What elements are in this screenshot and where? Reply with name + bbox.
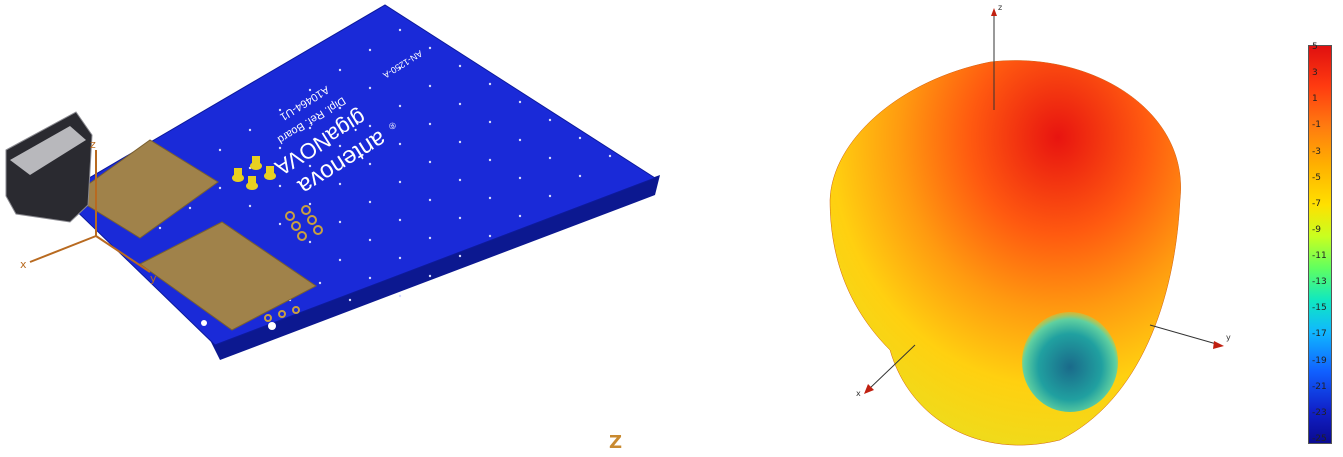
board-registered: ® (387, 120, 398, 132)
pattern-surface (829, 60, 1181, 446)
colorbar-tick-label: -17 (1312, 329, 1327, 340)
colorbar-tick-label: -23 (1312, 407, 1327, 418)
colorbar-tick-label: 3 (1312, 68, 1318, 79)
pattern-axis-z-label: z (998, 3, 1002, 12)
board-axes (29, 150, 151, 273)
pattern-axis-y-arrow (1213, 341, 1224, 349)
colorbar-tick-label: -13 (1312, 277, 1327, 288)
pattern-illustration: z y x (829, 3, 1231, 446)
antenna-pad-upper (71, 139, 219, 239)
board-render: antenova gigaNOVA Dipl. Ref. Board A1046… (0, 0, 660, 453)
yellow-components (232, 156, 276, 190)
colorbar-tick-label: -7 (1312, 198, 1321, 209)
colorbar-tick-label: 1 (1312, 94, 1318, 105)
colorbar-tick-label: -3 (1312, 146, 1321, 157)
colorbar-tick-label: -5 (1312, 172, 1321, 183)
pattern-null (1022, 312, 1118, 412)
colorbar-tick-label: -21 (1312, 381, 1327, 392)
radiation-pattern: z y x 5 3 1 -1 -3 -5 -7 -9 -11 -13 -15 -17 -19 -21 -23… (760, 0, 1343, 453)
pcb-edge (210, 175, 660, 360)
pattern-axis-z-arrow (991, 8, 997, 16)
antenna-pad-lower (139, 221, 317, 331)
colorbar (1308, 45, 1332, 444)
board-axis-x-label: x (20, 258, 27, 271)
mount-hole-2 (201, 320, 207, 326)
pad-rings (264, 205, 323, 322)
board-axis-y-label: y (150, 272, 157, 285)
colorbar-tick-label: -1 (1312, 120, 1321, 131)
rf-shield (5, 111, 93, 223)
rf-shield-top (10, 126, 86, 175)
overlay-z-glyph: Z (609, 432, 623, 453)
pattern-axes (867, 10, 1221, 391)
colorbar-tick-label: -19 (1312, 355, 1327, 366)
pcb-illustration: antenova gigaNOVA Dipl. Ref. Board A1046… (5, 4, 660, 360)
via-dots (128, 28, 612, 302)
colorbar-tick-label: -9 (1312, 224, 1321, 235)
colorbar-tick-label: 5 (1312, 42, 1318, 52)
board-axis-z-label: z (90, 138, 96, 151)
colorbar-tick-label: -11 (1312, 251, 1327, 262)
pattern-axis-x-label: x (856, 389, 861, 398)
colorbar-tick-label: -15 (1312, 303, 1327, 314)
colorbar-tick-label: -25 (1312, 434, 1327, 444)
pattern-axis-y-label: y (1226, 333, 1231, 342)
mount-hole (268, 322, 276, 330)
pattern-axis-x-arrow (864, 384, 874, 394)
